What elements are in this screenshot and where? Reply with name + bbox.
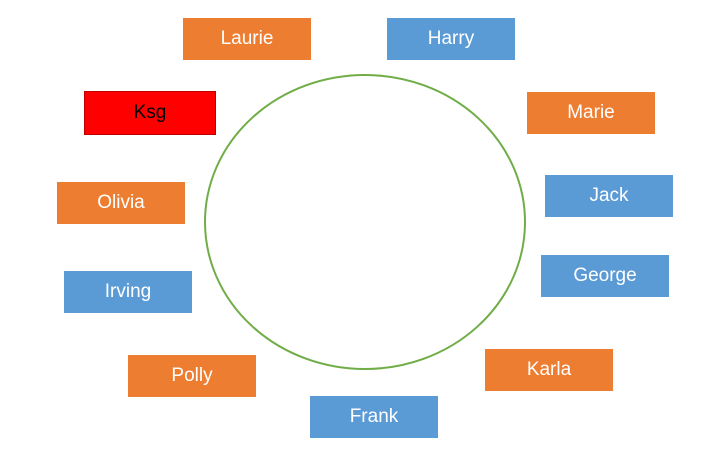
name-box-polly: Polly [128, 355, 256, 397]
name-label: Jack [589, 185, 629, 206]
name-box-george: George [541, 255, 669, 297]
name-label: Frank [349, 406, 399, 427]
name-box-jack: Jack [545, 175, 673, 217]
name-box-karla: Karla [485, 349, 613, 391]
name-box-ksg: Ksg [84, 91, 216, 135]
name-label: Marie [567, 102, 615, 123]
name-label: Karla [526, 359, 572, 380]
name-box-irving: Irving [64, 271, 192, 313]
circle-outline [204, 74, 526, 370]
name-label: Harry [427, 28, 475, 49]
name-box-laurie: Laurie [183, 18, 311, 60]
name-label: Irving [104, 281, 152, 302]
name-box-marie: Marie [527, 92, 655, 134]
name-label: Laurie [220, 28, 274, 49]
name-label: George [573, 265, 637, 286]
name-label: Polly [171, 365, 213, 386]
name-box-frank: Frank [310, 396, 438, 438]
name-box-harry: Harry [387, 18, 515, 60]
name-label: Olivia [97, 192, 145, 213]
name-box-olivia: Olivia [57, 182, 185, 224]
name-label: Ksg [133, 102, 167, 123]
